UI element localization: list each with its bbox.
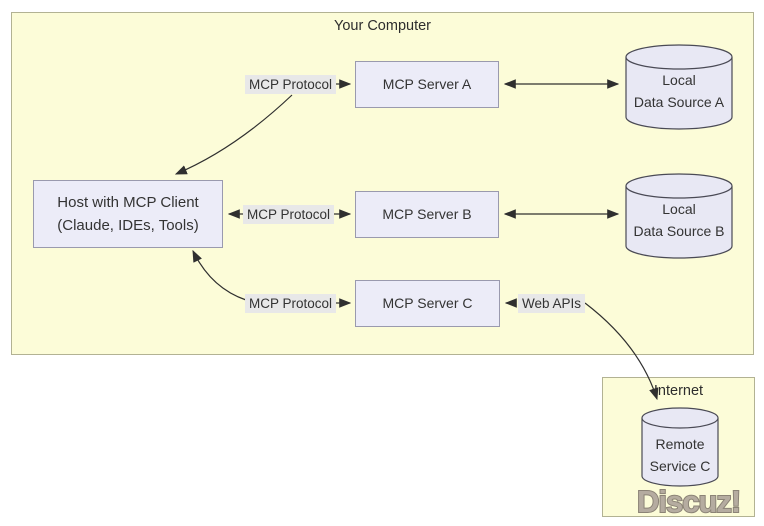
host-node: Host with MCP Client (Claude, IDEs, Tool…	[33, 180, 223, 248]
mcp-server-c-node: MCP Server C	[355, 280, 500, 327]
internet-label: Internet	[653, 383, 704, 399]
cylinder-shape	[625, 44, 733, 130]
your-computer-label: Your Computer	[334, 18, 431, 34]
mcp-protocol-label-b: MCP Protocol	[243, 205, 335, 224]
remote-service-c-cylinder: Remote Service C	[641, 407, 719, 487]
mcp-server-b-node: MCP Server B	[355, 191, 499, 238]
cylinder-shape	[641, 407, 719, 487]
data-source-b-line1: Local	[662, 201, 696, 217]
host-node-line2: (Claude, IDEs, Tools)	[57, 217, 199, 234]
remote-service-c-line1: Remote	[655, 436, 705, 452]
data-source-b-line2: Data Source B	[633, 223, 725, 239]
data-source-a-line1: Local	[662, 72, 696, 88]
mcp-server-a-node: MCP Server A	[355, 61, 499, 108]
host-node-line1: Host with MCP Client	[57, 194, 199, 211]
data-source-a-line2: Data Source A	[633, 94, 725, 110]
cylinder-shape	[625, 173, 733, 259]
internet-group: Internet	[602, 377, 755, 517]
mcp-server-b-label: MCP Server B	[382, 206, 472, 222]
mcp-protocol-label-c: MCP Protocol	[245, 294, 337, 313]
mcp-server-c-label: MCP Server C	[382, 295, 473, 311]
mcp-protocol-label-a: MCP Protocol	[245, 75, 337, 94]
remote-service-c-line2: Service C	[649, 458, 711, 474]
web-apis-label: Web APIs	[518, 294, 586, 313]
local-data-source-b-cylinder: Local Data Source B	[625, 173, 733, 259]
mcp-server-a-label: MCP Server A	[382, 76, 472, 92]
local-data-source-a-cylinder: Local Data Source A	[625, 44, 733, 130]
